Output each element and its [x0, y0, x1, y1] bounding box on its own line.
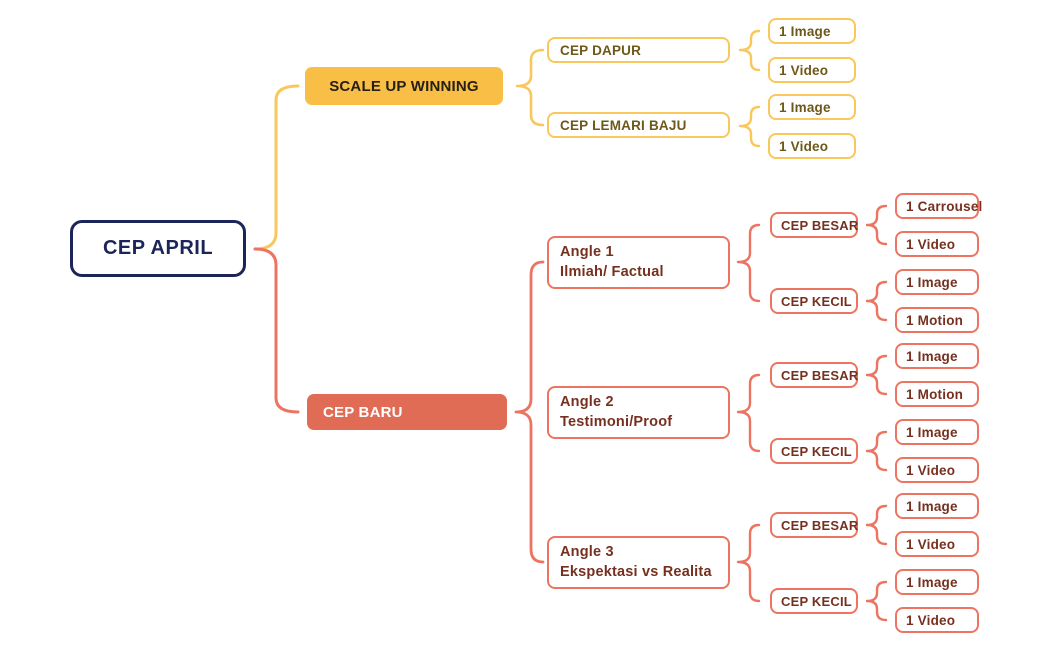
leaf-label: 1 Video	[906, 236, 956, 252]
node-cep-lemari-baju[interactable]: CEP LEMARI BAJU	[547, 112, 730, 138]
node-label: CEP KECIL	[781, 593, 852, 609]
leaf-a2-besar-item-1[interactable]: 1 Image	[895, 343, 979, 369]
node-label: CEP DAPUR	[560, 42, 642, 58]
leaf-cep-dapur-item-1[interactable]: 1 Image	[768, 18, 856, 44]
node-label: CEP BESAR	[781, 367, 859, 383]
node-label: CEP BESAR	[781, 217, 859, 233]
brace-angle-2-groups	[736, 373, 761, 453]
leaf-a1-besar-item-2[interactable]: 1 Video	[895, 231, 979, 257]
node-angle-3-cep-kecil[interactable]: CEP KECIL	[770, 588, 858, 614]
leaf-label: 1 Image	[906, 424, 958, 440]
leaf-a1-kecil-item-1[interactable]: 1 Image	[895, 269, 979, 295]
leaf-label: 1 Carrousel	[906, 198, 983, 214]
brace-a3-besar-items	[865, 504, 888, 546]
leaf-label: 1 Image	[779, 23, 831, 39]
leaf-a2-kecil-item-1[interactable]: 1 Image	[895, 419, 979, 445]
brace-angle-3-groups	[736, 523, 761, 603]
connector-root-to-cep-baru	[253, 247, 300, 414]
node-angle-1-cep-kecil[interactable]: CEP KECIL	[770, 288, 858, 314]
brace-cep-lemari-baju-items	[738, 105, 761, 148]
leaf-a3-kecil-item-1[interactable]: 1 Image	[895, 569, 979, 595]
node-label: CEP LEMARI BAJU	[560, 117, 687, 133]
angle-line-2: Ekspektasi vs Realita	[560, 563, 712, 580]
leaf-cep-lemari-baju-item-1[interactable]: 1 Image	[768, 94, 856, 120]
angle-line-1: Angle 2	[560, 394, 614, 411]
node-angle-3-cep-besar[interactable]: CEP BESAR	[770, 512, 858, 538]
leaf-label: 1 Image	[906, 274, 958, 290]
brace-scale-up-winning-children	[515, 48, 545, 127]
brace-cep-dapur-items	[738, 29, 761, 72]
angle-line-2: Testimoni/Proof	[560, 413, 673, 430]
node-angle-2-cep-besar[interactable]: CEP BESAR	[770, 362, 858, 388]
node-cep-april[interactable]: CEP APRIL	[70, 220, 246, 277]
leaf-cep-lemari-baju-item-2[interactable]: 1 Video	[768, 133, 856, 159]
leaf-label: 1 Image	[906, 348, 958, 364]
node-angle-2-cep-kecil[interactable]: CEP KECIL	[770, 438, 858, 464]
leaf-a2-kecil-item-2[interactable]: 1 Video	[895, 457, 979, 483]
angle-line-1: Angle 1	[560, 244, 614, 261]
leaf-a3-kecil-item-2[interactable]: 1 Video	[895, 607, 979, 633]
brace-a1-kecil-items	[865, 280, 888, 322]
leaf-label: 1 Image	[906, 498, 958, 514]
brace-angle-1-groups	[736, 223, 761, 303]
node-label: CEP BARU	[323, 403, 403, 421]
brace-a3-kecil-items	[865, 580, 888, 622]
leaf-label: 1 Video	[779, 138, 829, 154]
leaf-cep-dapur-item-2[interactable]: 1 Video	[768, 57, 856, 83]
node-label: CEP BESAR	[781, 517, 859, 533]
node-scale-up-winning[interactable]: SCALE UP WINNING	[305, 67, 503, 105]
brace-a1-besar-items	[865, 204, 888, 246]
node-angle-1-cep-besar[interactable]: CEP BESAR	[770, 212, 858, 238]
node-label: CEP KECIL	[781, 293, 852, 309]
brace-a2-kecil-items	[865, 430, 888, 472]
leaf-label: 1 Motion	[906, 386, 964, 402]
leaf-a3-besar-item-2[interactable]: 1 Video	[895, 531, 979, 557]
leaf-a1-kecil-item-2[interactable]: 1 Motion	[895, 307, 979, 333]
node-label: CEP KECIL	[781, 443, 852, 459]
node-angle-1[interactable]: Angle 1 Ilmiah/ Factual	[547, 236, 730, 289]
leaf-label: 1 Video	[906, 612, 956, 628]
leaf-label: 1 Motion	[906, 312, 964, 328]
brace-a2-besar-items	[865, 354, 888, 396]
leaf-label: 1 Image	[906, 574, 958, 590]
node-cep-baru[interactable]: CEP BARU	[307, 394, 507, 430]
node-label: SCALE UP WINNING	[329, 77, 479, 95]
node-angle-3[interactable]: Angle 3 Ekspektasi vs Realita	[547, 536, 730, 589]
leaf-a1-besar-item-1[interactable]: 1 Carrousel	[895, 193, 983, 219]
node-cep-dapur[interactable]: CEP DAPUR	[547, 37, 730, 63]
node-label: CEP APRIL	[102, 237, 214, 259]
leaf-label: 1 Video	[779, 62, 829, 78]
leaf-label: 1 Image	[779, 99, 831, 115]
angle-line-2: Ilmiah/ Factual	[560, 263, 664, 280]
leaf-label: 1 Video	[906, 462, 956, 478]
leaf-a3-besar-item-1[interactable]: 1 Image	[895, 493, 979, 519]
angle-line-1: Angle 3	[560, 544, 614, 561]
leaf-a2-besar-item-2[interactable]: 1 Motion	[895, 381, 979, 407]
connector-root-to-scale-up-winning	[253, 84, 300, 251]
node-angle-2[interactable]: Angle 2 Testimoni/Proof	[547, 386, 730, 439]
brace-cep-baru-angles	[514, 260, 545, 564]
leaf-label: 1 Video	[906, 536, 956, 552]
